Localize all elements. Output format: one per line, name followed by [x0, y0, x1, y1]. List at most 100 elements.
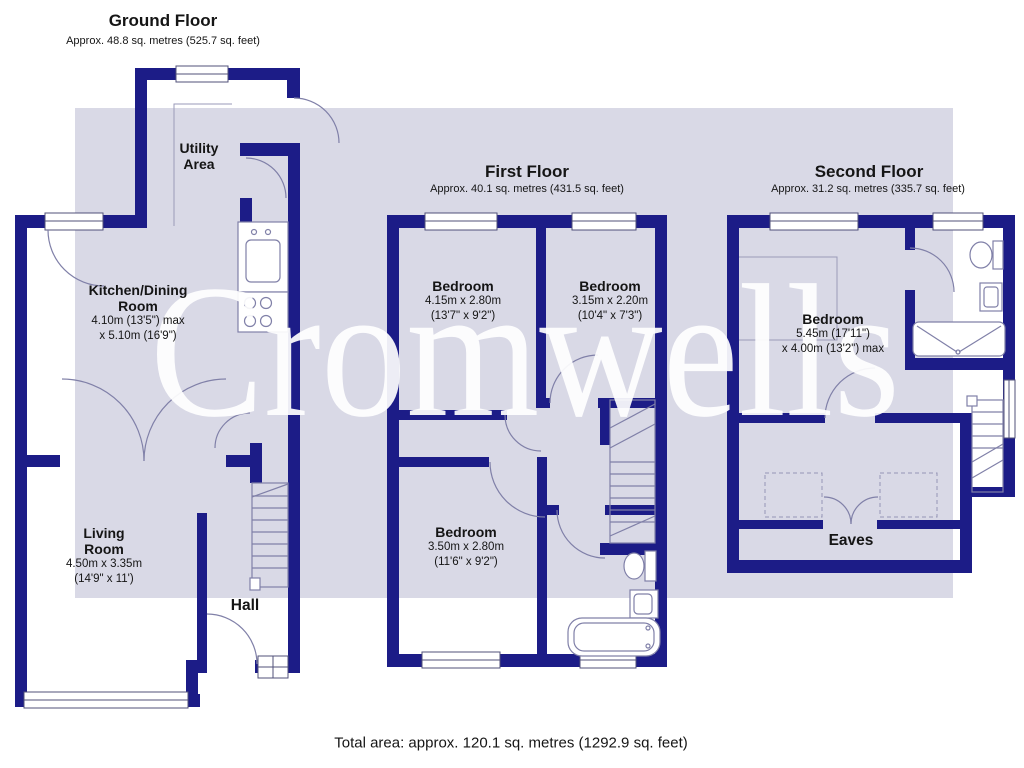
first-floor-plan	[387, 212, 667, 669]
ground-floor-area: Approx. 48.8 sq. metres (525.7 sq. feet)	[66, 35, 260, 47]
window	[44, 212, 104, 231]
door-arc	[549, 354, 599, 404]
kitchen-dining-label: Kitchen/Dining Room 4.10m (13'5") max x …	[89, 282, 188, 344]
shower-icon	[912, 321, 1006, 357]
room-dimensions: (14'9" x 11')	[74, 573, 134, 585]
first-floor-doors	[489, 354, 606, 559]
eaves-storage-box	[764, 472, 823, 518]
window	[23, 691, 189, 709]
room-name: Bedroom	[435, 524, 497, 540]
door-arc	[61, 378, 145, 462]
room-dimensions: 4.10m (13'5") max	[91, 315, 185, 327]
hall-label: Hall	[231, 597, 259, 615]
first-floor-area: Approx. 40.1 sq. metres (431.5 sq. feet)	[430, 183, 624, 195]
window	[769, 212, 859, 231]
room-dimensions: x 4.00m (13'2") max	[781, 343, 885, 355]
window	[175, 65, 229, 83]
hob-icon	[237, 291, 289, 333]
room-name: Kitchen/Dining	[88, 282, 188, 298]
door-arc	[823, 496, 852, 525]
room-name: Bedroom	[432, 278, 494, 294]
stairs-icon	[249, 482, 289, 591]
utility-area-boundary	[173, 103, 232, 226]
room-dimensions: (13'7" x 9'2")	[430, 310, 496, 322]
toilet-icon	[623, 550, 657, 582]
room-name: Eaves	[828, 532, 874, 549]
second-floor-windows	[769, 212, 1016, 439]
room-name: Area	[183, 156, 215, 172]
window	[257, 655, 289, 679]
ground-floor-doors	[47, 97, 340, 665]
floor-area: Approx. 48.8 sq. metres (525.7 sq. feet)	[66, 35, 260, 47]
second-floor-plan	[727, 212, 1016, 573]
room-name: Bedroom	[579, 278, 641, 294]
room-dimensions: 4.50m x 3.35m	[65, 558, 143, 570]
room-name: Living	[83, 525, 125, 541]
sink-icon	[979, 282, 1003, 312]
bath-icon	[567, 617, 661, 657]
floor-title: Second Floor	[814, 162, 924, 181]
watermark: Cromwells	[150, 247, 900, 457]
floor-area: Approx. 31.2 sq. metres (335.7 sq. feet)	[771, 183, 965, 195]
door-arc	[47, 229, 105, 287]
door-arc	[293, 97, 340, 144]
door-arc	[556, 509, 606, 559]
total-area-text: Total area: approx. 120.1 sq. metres (12…	[334, 734, 688, 752]
door-arc	[143, 378, 227, 462]
window	[932, 212, 984, 231]
bedroom1-label: Bedroom 4.15m x 2.80m (13'7" x 9'2")	[425, 278, 501, 324]
door-arc	[206, 613, 258, 665]
floor-title: Ground Floor	[108, 11, 218, 30]
second-floor-doors	[823, 247, 955, 525]
room-dimensions: 5.45m (17'11")	[796, 328, 870, 340]
eaves-label: Eaves	[829, 532, 874, 550]
window	[571, 212, 637, 231]
sink-icon	[237, 221, 289, 293]
living-room-label: Living Room 4.50m x 3.35m (14'9" x 11')	[66, 525, 142, 587]
door-arc	[214, 412, 251, 449]
door-arc	[504, 414, 542, 452]
stairs-icon	[609, 399, 656, 544]
room-name: Hall	[230, 597, 260, 614]
ground-floor-title: Ground Floor	[109, 11, 218, 31]
stairs-icon	[966, 395, 1004, 493]
second-floor-title: Second Floor	[815, 162, 924, 182]
total-area-label: Total area: approx. 120.1 sq. metres (12…	[334, 735, 688, 752]
wardrobe-outline	[739, 256, 838, 341]
floor-title: First Floor	[484, 162, 570, 181]
bedroom3-label: Bedroom 3.50m x 2.80m (11'6" x 9'2")	[428, 524, 504, 570]
watermark-band	[75, 108, 953, 598]
room-dimensions: 3.50m x 2.80m	[427, 541, 505, 553]
room-name: Room	[84, 541, 124, 557]
toilet-icon	[969, 240, 1004, 270]
window	[421, 651, 501, 669]
ground-floor-windows	[23, 65, 289, 709]
room-name: Utility	[179, 140, 219, 156]
room-dimensions: (10'4" x 7'3")	[577, 310, 643, 322]
room-name: Bedroom	[802, 311, 864, 327]
room-dimensions: 3.15m x 2.20m	[571, 295, 649, 307]
window	[424, 212, 498, 231]
room-dimensions: (11'6" x 9'2")	[434, 556, 498, 568]
window	[1003, 379, 1016, 439]
eaves-storage-box	[879, 472, 938, 518]
ground-floor-plan	[15, 65, 340, 709]
door-arc	[245, 157, 287, 199]
floor-area: Approx. 40.1 sq. metres (431.5 sq. feet)	[430, 183, 624, 195]
door-arc	[824, 367, 876, 419]
room-dimensions: x 5.10m (16'9")	[99, 330, 177, 342]
door-arc	[909, 247, 955, 293]
first-floor-title: First Floor	[485, 162, 569, 182]
utility-area-label: Utility Area	[180, 140, 219, 172]
room-dimensions: 4.15m x 2.80m	[424, 295, 502, 307]
door-arc	[489, 461, 546, 518]
second-floor-bedroom-label: Bedroom 5.45m (17'11") x 4.00m (13'2") m…	[782, 311, 884, 357]
bedroom2-label: Bedroom 3.15m x 2.20m (10'4" x 7'3")	[572, 278, 648, 324]
eaves-storage-boxes	[764, 472, 938, 518]
second-floor-area: Approx. 31.2 sq. metres (335.7 sq. feet)	[771, 183, 965, 195]
room-name: Room	[118, 298, 158, 314]
sink-icon	[629, 589, 659, 619]
